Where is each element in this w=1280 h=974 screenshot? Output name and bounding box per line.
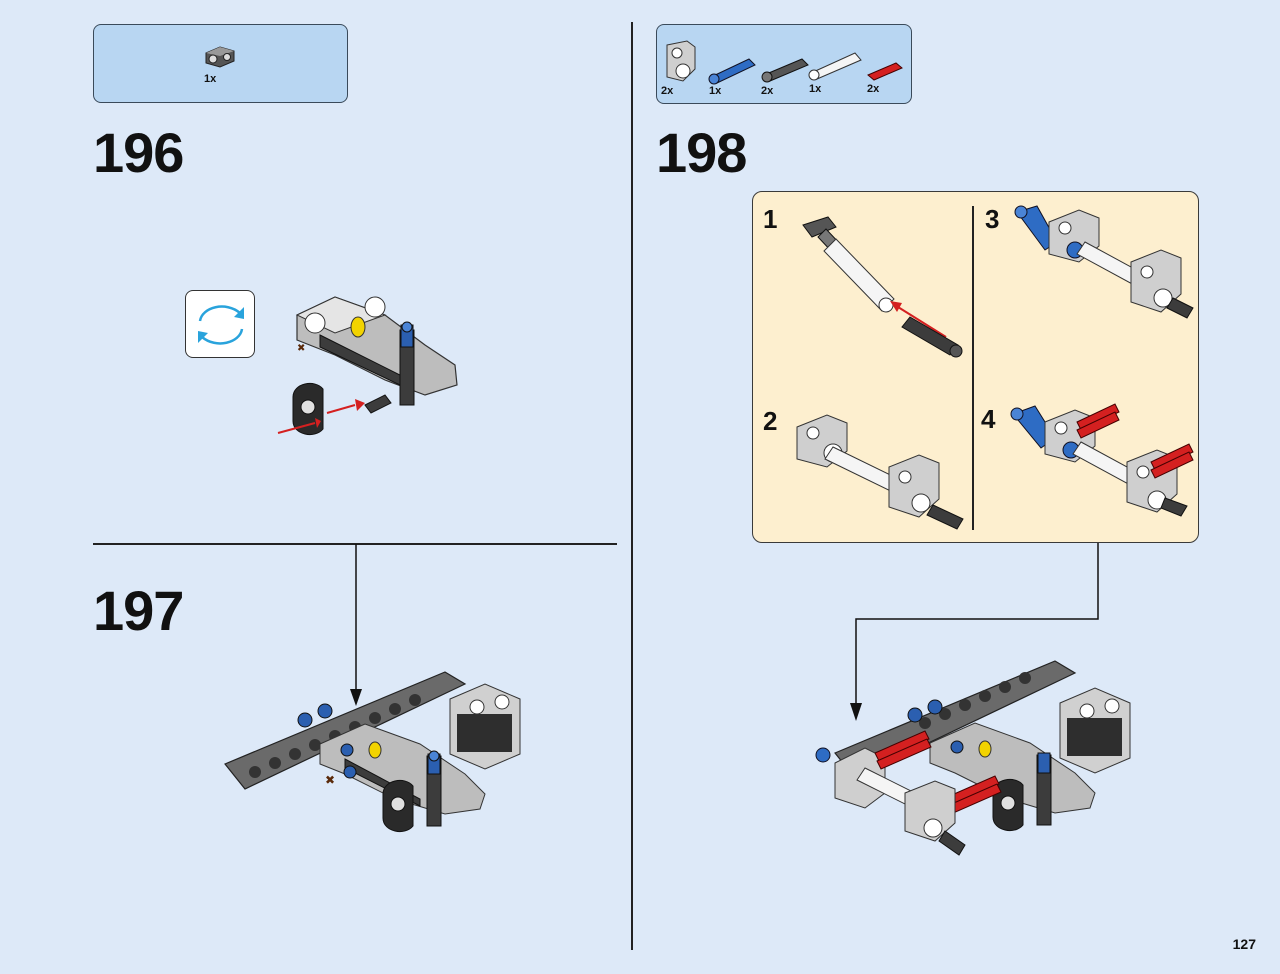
substep-number-2: 2: [763, 406, 778, 436]
svg-text:✖: ✖: [297, 343, 305, 354]
part-qty: 2x: [761, 85, 774, 97]
dark-gray-axle-part-icon: [761, 58, 809, 83]
blue-axle-pin-part-icon: [708, 58, 756, 85]
substep-number-1: 1: [763, 204, 778, 234]
substep-3-illustration: [1014, 205, 1194, 319]
red-axle-part-icon: [867, 62, 903, 81]
substep-number-3: 3: [985, 204, 1000, 234]
vertical-divider: [631, 22, 633, 950]
step-number-198: 198: [656, 121, 747, 184]
rotate-arrows-icon: [198, 305, 244, 345]
horizontal-divider: [93, 543, 617, 545]
part-qty: 1x: [809, 83, 822, 95]
part-qty: 2x: [867, 83, 880, 95]
step-196-assembly-illustration: ✖: [277, 296, 458, 436]
step-198-parts-box: 2x 1x 2x 1x 2x: [656, 24, 912, 104]
substep-1-illustration: [802, 216, 963, 358]
step-number-197: 197: [93, 579, 184, 642]
substep-2-illustration: [796, 414, 964, 530]
angle-connector-part-icon: [666, 40, 696, 82]
substeps-box: 1 2 3 4: [752, 191, 1199, 543]
page-number: 127: [1232, 936, 1256, 952]
substep-divider: [972, 206, 974, 530]
step-197-assembly-illustration: ✖: [224, 544, 521, 833]
substep-4-illustration: [1010, 403, 1194, 517]
svg-text:✖: ✖: [325, 773, 335, 787]
rotate-model-callout: [185, 290, 255, 358]
step-196-parts-box: 1x: [93, 24, 348, 103]
step-198-assembly-illustration: [815, 543, 1131, 856]
part-qty: 1x: [709, 85, 722, 97]
step-number-196: 196: [93, 121, 184, 184]
white-axle-part-icon: [808, 52, 862, 81]
part-qty: 2x: [661, 85, 674, 97]
part-qty: 1x: [204, 73, 217, 85]
pin-connector-part-icon: [205, 46, 235, 68]
substep-number-4: 4: [981, 404, 996, 434]
